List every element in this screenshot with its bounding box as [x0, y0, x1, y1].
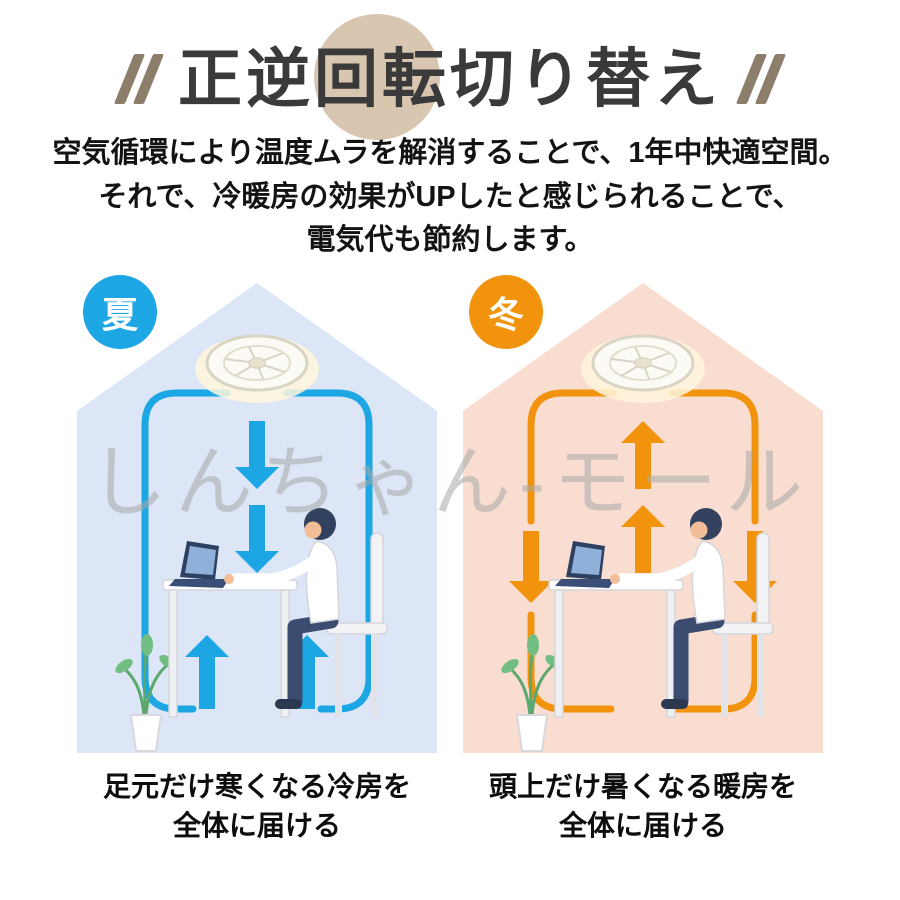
page-title: 正逆回転切り替え [178, 14, 722, 140]
plant-illustration [501, 633, 563, 752]
title-accent-circle [314, 14, 440, 140]
winter-airflow-arrows [509, 389, 777, 713]
summer-panel: 夏 [77, 274, 437, 845]
winter-panel: 冬 [463, 274, 823, 845]
description: 空気循環により温度ムラを解消することで、1年中快適空間。 それで、冷暖房の効果が… [10, 132, 890, 263]
winter-caption: 頭上だけ暑くなる暖房を 全体に届ける [463, 767, 823, 845]
laptop-icon [169, 540, 229, 588]
summer-house-diagram [77, 282, 437, 753]
title-section: 正逆回転切り替え [0, 0, 900, 140]
plant-illustration [115, 633, 177, 752]
summer-caption: 足元だけ寒くなる冷房を 全体に届ける [77, 767, 437, 845]
winter-house-diagram [463, 282, 823, 753]
person-illustration [610, 507, 726, 709]
up-arrow-icon [621, 504, 665, 573]
up-arrow-icon [185, 634, 229, 709]
winter-caption-line-2: 全体に届ける [558, 810, 727, 842]
double-slash-icon [735, 54, 787, 105]
winter-badge: 冬 [469, 274, 543, 349]
ceiling-fan-icon [195, 334, 319, 403]
description-line-1: 空気循環により温度ムラを解消することで、1年中快適空間。 [52, 137, 848, 170]
summer-caption-line-2: 全体に届ける [172, 810, 341, 842]
page-title-text: 正逆回転切り替え [178, 43, 722, 115]
person-at-desk-illustration [162, 507, 388, 718]
up-arrow-icon [621, 420, 665, 489]
summer-caption-line-1: 足元だけ寒くなる冷房を [102, 770, 411, 802]
laptop-icon [555, 540, 615, 588]
chair-illustration [712, 532, 774, 717]
chair-illustration [326, 532, 388, 717]
ceiling-fan-icon [581, 334, 705, 403]
summer-badge: 夏 [83, 274, 157, 349]
description-line-2: それで、冷暖房の効果がUPしたと感じられることで、 [98, 180, 802, 213]
person-at-desk-illustration [548, 507, 774, 718]
winter-caption-line-1: 頭上だけ暑くなる暖房を [488, 770, 797, 802]
down-arrow-icon [235, 420, 279, 489]
double-slash-icon [113, 54, 165, 105]
down-arrow-icon [509, 530, 553, 603]
down-arrow-icon [235, 504, 279, 573]
description-line-3: 電気代も節約します。 [306, 224, 594, 257]
person-illustration [224, 507, 340, 709]
diagram-row: 夏 [0, 274, 900, 845]
